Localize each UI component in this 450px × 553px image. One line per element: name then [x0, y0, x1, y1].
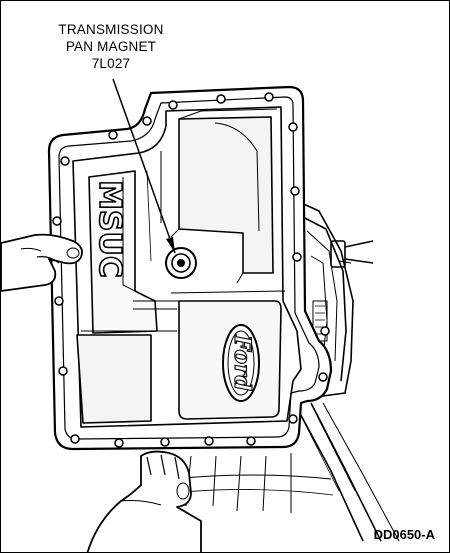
bolt-hole-icon: [160, 437, 170, 447]
pan-model-text: MSUC: [93, 180, 128, 278]
callout-line-2: PAN MAGNET: [65, 39, 157, 54]
bolt-hole-icon: [142, 116, 152, 126]
bolt-holes: [52, 92, 330, 448]
svg-text:Ford: Ford: [229, 334, 255, 391]
callout-leader-line: [112, 78, 176, 254]
bolt-hole-icon: [114, 438, 124, 448]
bolt-hole-icon: [292, 252, 302, 262]
ford-logo-text: Ford: [229, 334, 255, 391]
bolt-hole-icon: [288, 122, 298, 132]
bolt-hole-icon: [246, 436, 256, 446]
bolt-hole-icon: [320, 326, 330, 336]
pan-magnet-icon: [165, 247, 197, 279]
hand-icon: [1, 233, 83, 292]
svg-text:MSUC: MSUC: [93, 180, 128, 278]
bolt-hole-icon: [52, 216, 62, 226]
bolt-hole-icon: [60, 156, 70, 166]
bolt-hole-icon: [318, 372, 328, 382]
hand-icon: [86, 450, 202, 552]
bolt-hole-icon: [70, 434, 80, 444]
callout-part-number: 7L027: [91, 56, 131, 71]
callout-line-1: TRANSMISSION: [58, 22, 164, 37]
bolt-hole-icon: [264, 92, 274, 102]
bolt-hole-icon: [288, 414, 298, 424]
figure-id: DD0650-A: [373, 527, 435, 542]
bolt-hole-icon: [290, 186, 300, 196]
bolt-hole-icon: [108, 130, 118, 140]
bolt-hole-icon: [54, 296, 64, 306]
bolt-hole-icon: [204, 436, 214, 446]
bolt-hole-icon: [58, 366, 68, 376]
pan-magnet-callout: TRANSMISSION PAN MAGNET 7L027: [21, 21, 201, 72]
pan-embossed-model: MSUC: [92, 179, 129, 278]
ford-oval-logo: Ford: [222, 324, 260, 402]
bolt-hole-icon: [168, 100, 178, 110]
bolt-hole-icon: [216, 94, 226, 104]
